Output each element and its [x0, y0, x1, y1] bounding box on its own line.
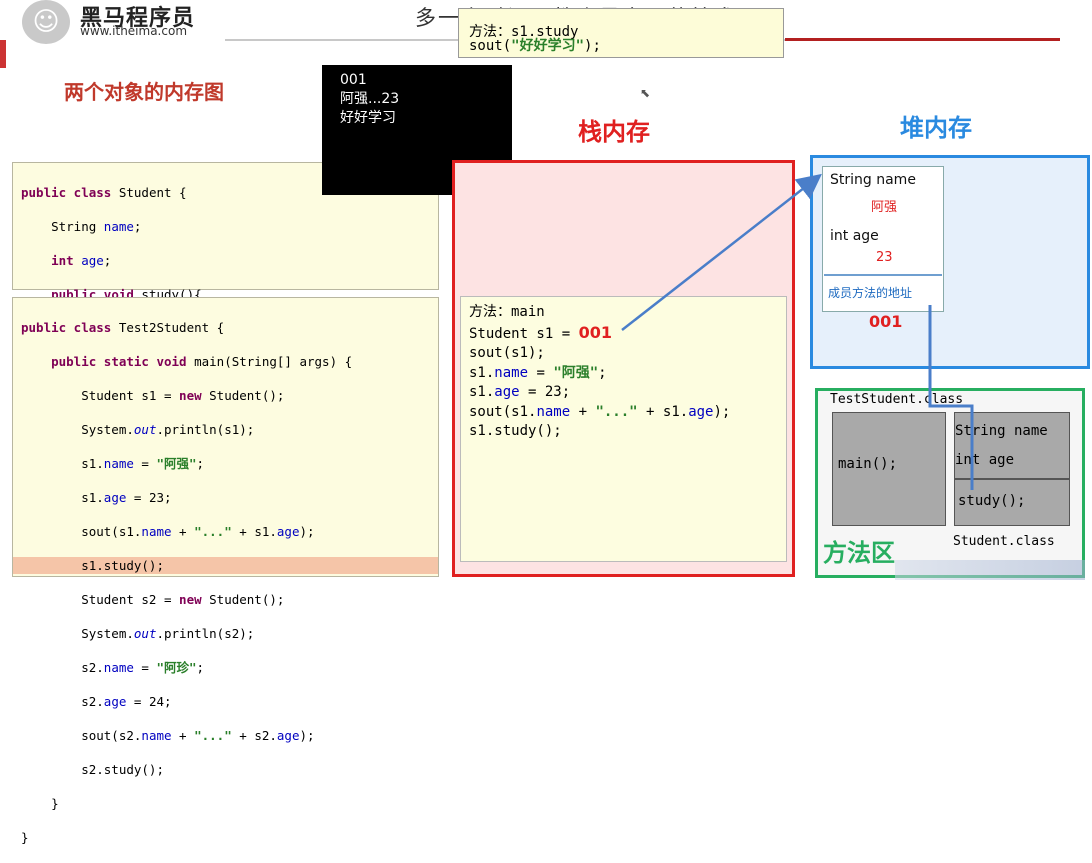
main-method-block [832, 412, 946, 526]
object-divider [824, 274, 942, 276]
left-accent-bar [0, 40, 6, 68]
object-name-value: 阿强 [871, 200, 898, 215]
frame-header: 方法：main [469, 304, 545, 320]
main-method-text: main(); [838, 456, 898, 472]
brand-name: 黑马程序员 [80, 6, 196, 31]
object-age-value: 23 [876, 250, 893, 265]
class-method-study: study(); [958, 493, 1026, 509]
stack-title: 栈内存 [578, 118, 650, 146]
highlighted-line: s1.study(); [13, 557, 438, 574]
section-title: 两个对象的内存图 [64, 80, 224, 104]
watermark [895, 560, 1085, 580]
main-method-frame: 方法：main Student s1 = 001 sout(s1); s1.na… [460, 296, 787, 562]
class-field-name: String name [955, 423, 1048, 439]
method-area-title: 方法区 [823, 539, 895, 567]
brand-url: www.itheima.com [80, 24, 188, 38]
console-output: 001 阿强...23 好好学习 [322, 65, 512, 195]
console-line: 001 [340, 72, 367, 88]
class-divider [954, 478, 1070, 480]
tooltip-line2: sout("好好学习"); [469, 38, 601, 54]
mouse-cursor-icon: ⬉ [640, 86, 651, 100]
console-line: 阿强...23 [340, 91, 400, 107]
logo-icon: ☺ [22, 0, 70, 44]
tooltip-line1: 方法：s1.study [469, 24, 579, 40]
reference-arrows [621, 173, 974, 490]
header-divider-accent [785, 38, 1060, 41]
console-line: 好好学习 [340, 110, 396, 126]
object-age-label: int age [830, 228, 879, 244]
object-name-label: String name [830, 172, 916, 188]
heap-title: 堆内存 [900, 114, 972, 142]
method-address-arrow [928, 305, 974, 490]
student-object [822, 166, 944, 312]
s1-reference-arrow [621, 173, 822, 331]
class-field-age: int age [955, 452, 1015, 468]
student-class-label: Student.class [953, 534, 1055, 549]
member-method-address: 成员方法的地址 [828, 286, 913, 300]
debug-tooltip: 方法：s1.study sout("好好学习"); [458, 8, 784, 58]
s1-address: 001 [578, 322, 612, 342]
heap-object-address: 001 [869, 312, 903, 331]
